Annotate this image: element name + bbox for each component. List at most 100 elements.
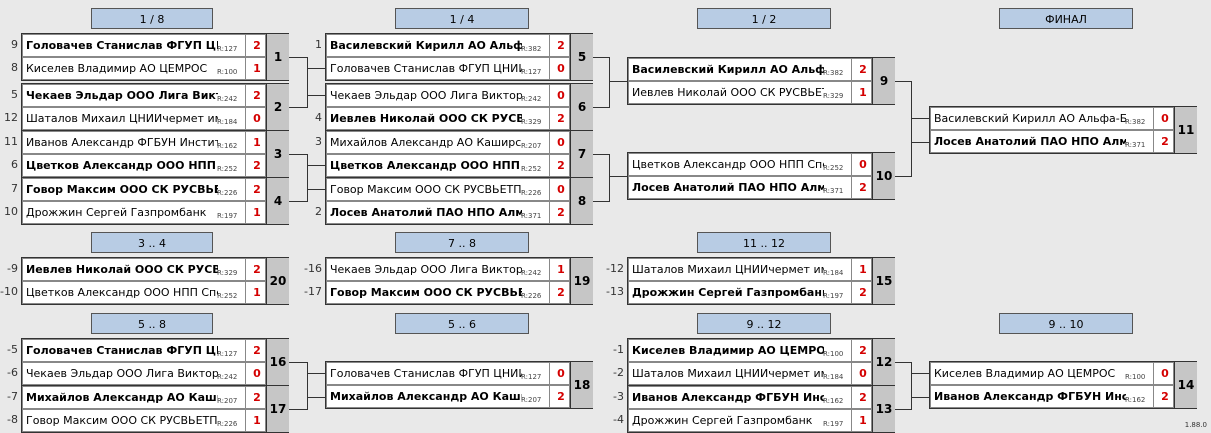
match-13: Иванов Александр ФГБУН ИнститутR:1622Дро… (627, 385, 895, 433)
round-header-5-8: 5 .. 8 (91, 313, 213, 334)
match-number: 10 (872, 153, 895, 199)
player-name: Лосев Анатолий ПАО НПО Алмаз (632, 181, 824, 194)
seed-label: 2 (315, 205, 322, 218)
player-rating: R:371 (1125, 141, 1146, 149)
player-row[interactable]: Шаталов Михаил ЦНИИчермет им. БардинаR:1… (22, 107, 266, 130)
player-score: 1 (851, 82, 874, 103)
match-20: Иевлев Николай ООО СК РУСВЬЕТПЕТРОR:3292… (21, 257, 289, 305)
player-name: Говор Максим ООО СК РУСВЬЕТПЕТРО (330, 183, 522, 196)
player-score: 0 (1153, 108, 1176, 129)
player-score: 2 (851, 59, 874, 80)
seed-label: 11 (4, 135, 18, 148)
connector-line (307, 95, 325, 96)
seed-label: -2 (613, 366, 624, 379)
player-row[interactable]: Иевлев Николай ООО СК РУСВЬЕТПЕТРОR:329 1 (628, 81, 872, 104)
player-score: 2 (549, 155, 572, 176)
player-rating: R:184 (823, 269, 844, 277)
player-name: Чекаев Эльдар ООО Лига Викторий (26, 367, 218, 380)
player-rating: R:162 (1125, 396, 1146, 404)
seed-label: -9 (7, 262, 18, 275)
player-score: 0 (1153, 363, 1176, 384)
player-name: Лосев Анатолий ПАО НПО Алмаз (934, 135, 1126, 148)
player-name: Головачев Станислав ФГУП ЦНИИ (26, 344, 218, 357)
match-number: 18 (570, 362, 593, 408)
player-score: 2 (851, 282, 874, 303)
player-name: Иванов Александр ФГБУН Институт (26, 136, 218, 149)
match-number: 8 (570, 178, 593, 224)
round-header-3-4: 3 .. 4 (91, 232, 213, 253)
match-17: Михайлов Александр АО КаширскоеR:2072Гов… (21, 385, 289, 433)
round-header-11-12: 11 .. 12 (697, 232, 831, 253)
seed-label: -12 (606, 262, 624, 275)
player-score: 2 (245, 155, 268, 176)
connector-line (895, 81, 911, 82)
player-score: 2 (245, 85, 268, 106)
connector-line (895, 409, 911, 410)
connector-line (289, 409, 307, 410)
player-rating: R:329 (823, 92, 844, 100)
player-name: Дрожжин Сергей Газпромбанк (632, 414, 813, 427)
player-row[interactable]: Шаталов Михаил ЦНИИчермет им. БардинаR:1… (628, 362, 872, 385)
seed-label: -17 (304, 285, 322, 298)
player-name: Шаталов Михаил ЦНИИчермет им. Бардина (632, 367, 824, 380)
connector-line (609, 81, 627, 82)
player-row[interactable]: Шаталов Михаил ЦНИИчермет им. БардинаR:1… (628, 258, 872, 281)
player-score: 0 (245, 108, 268, 129)
player-score: 0 (549, 363, 572, 384)
player-name: Иевлев Николай ООО СК РУСВЬЕТПЕТРО (632, 86, 824, 99)
seed-label: 5 (11, 88, 18, 101)
player-score: 2 (245, 340, 268, 361)
player-rating: R:100 (1125, 373, 1146, 381)
seed-label: -10 (0, 285, 18, 298)
match-10: Цветков Александр ООО НПП СпектрR:2520Ло… (627, 152, 895, 200)
player-name: Чекаев Эльдар ООО Лига Викторий (330, 263, 522, 276)
connector-line (593, 57, 609, 58)
connector-line (289, 57, 307, 58)
player-name: Головачев Станислав ФГУП ЦНИИ (330, 62, 522, 75)
player-name: Иевлев Николай ООО СК РУСВЬЕТПЕТРО (26, 263, 218, 276)
connector-line (307, 397, 325, 398)
match-number: 1 (266, 34, 289, 80)
connector-line (911, 118, 929, 119)
connector-line (593, 107, 609, 108)
match-number: 9 (872, 58, 895, 104)
